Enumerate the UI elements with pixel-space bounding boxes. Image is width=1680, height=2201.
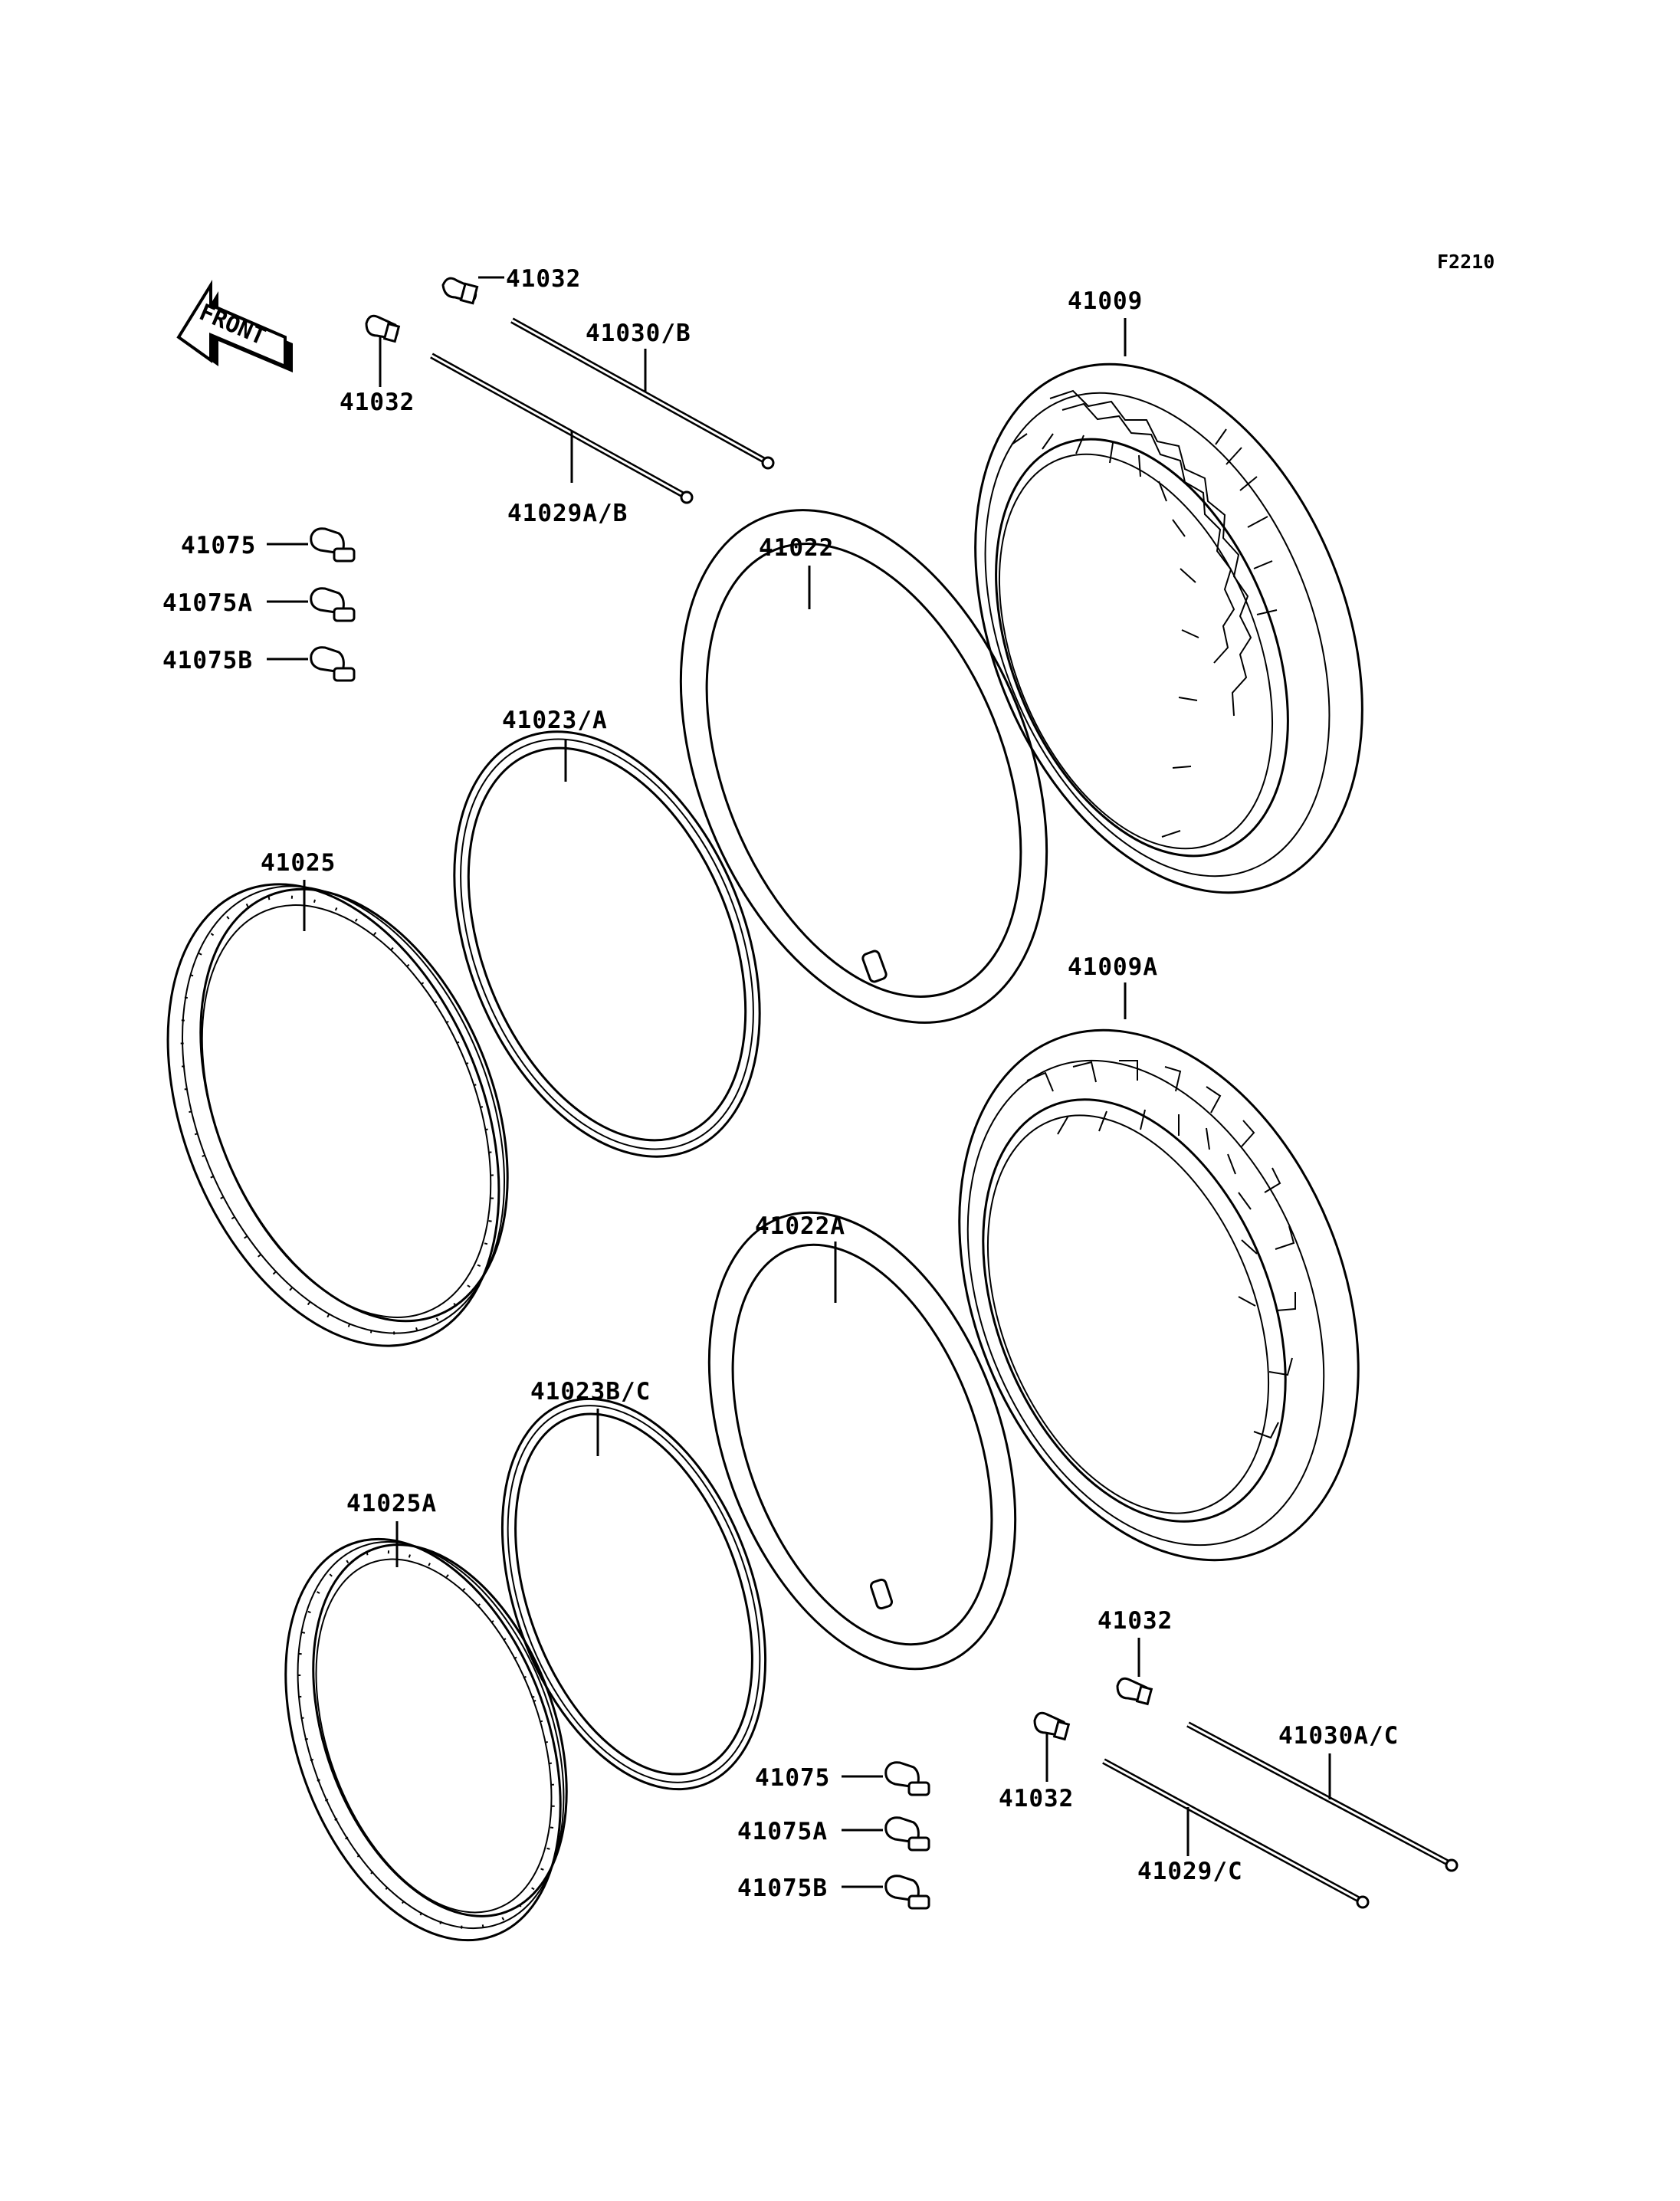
callout-valve-cap-upper-right: 41032 [506, 265, 581, 293]
front-direction-arrow: FRONT [176, 279, 293, 372]
callout-valve-cap-lower-left: 41032 [999, 1785, 1074, 1812]
callout-valve-cap-upper-left: 41032 [340, 389, 415, 416]
callout-rear-tire: 41009A [1068, 953, 1158, 981]
rear-tire-part [958, 982, 1360, 1562]
callout-spoke-lower-outer: 41030A/C [1278, 1722, 1399, 1750]
balance-weight-upper-3-part [267, 646, 356, 682]
balance-weight-upper-1-part [267, 527, 356, 563]
callout-front-rim: 41025 [261, 849, 336, 877]
balance-weight-lower-3-part [842, 1875, 930, 1910]
callout-spoke-lower-inner: 41029/C [1137, 1858, 1243, 1885]
rear-rim-band-part [500, 1397, 767, 1791]
callout-balance-weight-upper-2: 41075A [162, 589, 253, 617]
callout-valve-cap-lower-right: 41032 [1098, 1607, 1173, 1635]
callout-balance-weight-lower-3: 41075B [737, 1875, 828, 1902]
spoke-lower-outer-part [1186, 1721, 1459, 1872]
callout-rear-rim: 41025A [346, 1490, 437, 1517]
callout-rear-tube: 41022A [755, 1212, 845, 1240]
front-tire-part [974, 318, 1363, 894]
callout-spoke-upper-outer: 41030/B [586, 320, 691, 347]
valve-cap-lower-left-part [1033, 1711, 1071, 1782]
balance-weight-lower-1-part [842, 1761, 930, 1796]
spoke-upper-outer-part [510, 317, 775, 470]
front-rim-part [166, 880, 509, 1347]
balance-weight-lower-2-part [842, 1816, 930, 1852]
callout-rear-rim-band: 41023B/C [530, 1378, 651, 1406]
spoke-upper-inner-part [430, 353, 694, 504]
spoke-lower-inner-part [1102, 1758, 1370, 1909]
callout-balance-weight-lower-2: 41075A [737, 1818, 828, 1845]
callout-front-tube: 41022 [759, 534, 834, 562]
valve-cap-upper-right-part [441, 276, 504, 305]
front-tube-part [679, 509, 1048, 1024]
callout-front-tire: 41009 [1068, 287, 1143, 315]
rear-tube-part [707, 1211, 1017, 1671]
callout-front-rim-band: 41023/A [502, 707, 608, 734]
callout-balance-weight-lower-1: 41075 [755, 1764, 830, 1792]
front-rim-band-part [453, 730, 761, 1158]
balance-weight-upper-2-part [267, 587, 356, 622]
callout-balance-weight-upper-1: 41075 [181, 532, 256, 559]
rear-rim-part [284, 1521, 568, 1942]
valve-cap-upper-left-part [365, 314, 401, 387]
callout-spoke-upper-inner: 41029A/B [507, 500, 628, 527]
valve-cap-lower-right-part [1116, 1638, 1153, 1706]
callout-balance-weight-upper-3: 41075B [162, 647, 253, 674]
diagram-code: F2210 [1437, 251, 1495, 273]
